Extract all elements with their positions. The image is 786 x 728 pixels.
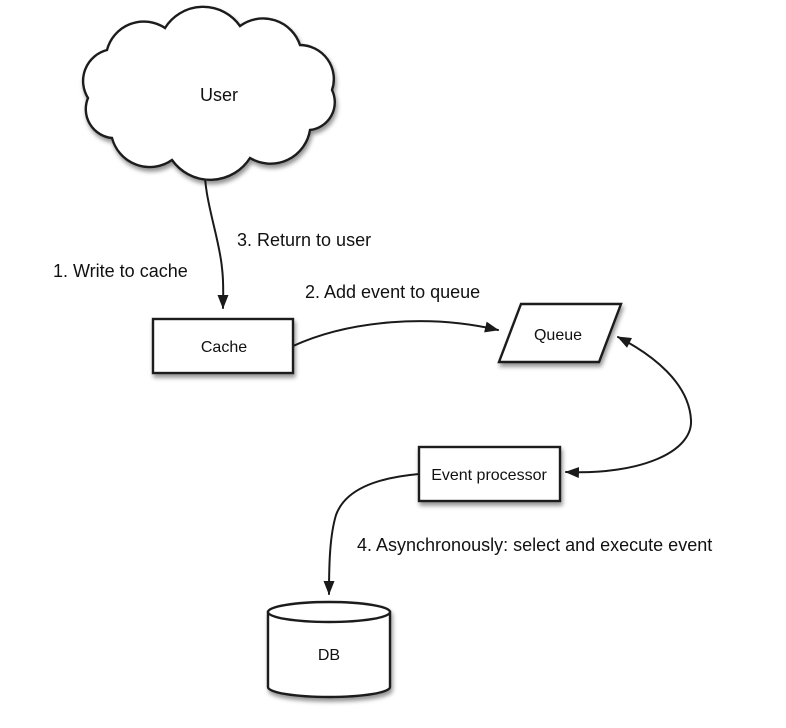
event-processor-label: Event processor	[431, 467, 547, 484]
arrow-event-processor-to-db	[323, 473, 420, 595]
queue-parallelogram	[497, 302, 623, 364]
edge-label-step3: 3. Return to user	[237, 230, 371, 250]
cache-label: Cache	[201, 339, 247, 356]
arrow-queue-event-processor	[565, 336, 693, 479]
user-cloud	[81, 5, 336, 181]
event-processor-box	[417, 445, 562, 503]
arrow-user-to-cache	[203, 159, 229, 309]
db-label: DB	[318, 647, 340, 664]
db-cylinder-body	[266, 610, 392, 699]
nodes	[81, 5, 623, 699]
labels: User Cache Queue Event processor DB 1. W…	[53, 85, 712, 664]
edges	[203, 159, 693, 595]
db-cylinder-top	[266, 600, 392, 624]
edge-label-step4: 4. Asynchronously: select and execute ev…	[357, 535, 712, 555]
queue-label: Queue	[534, 327, 582, 344]
db-cylinder	[266, 600, 392, 699]
arrow-cache-to-queue	[292, 320, 499, 347]
cache-box	[151, 317, 295, 375]
user-label: User	[200, 85, 238, 105]
edge-label-step1: 1. Write to cache	[53, 261, 188, 281]
edge-label-step2: 2. Add event to queue	[305, 282, 480, 302]
